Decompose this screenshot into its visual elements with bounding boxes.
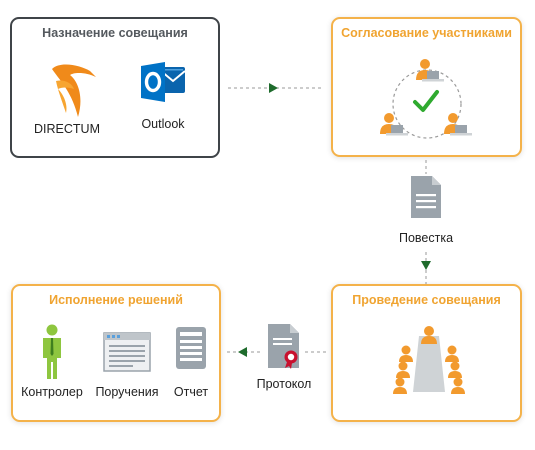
protocol-document-icon: [266, 322, 302, 370]
outlook-label: Outlook: [141, 117, 185, 131]
assignments-window-icon: [103, 332, 151, 372]
directum-logo-icon: [50, 63, 98, 125]
meeting-stage-box: Проведение совещания: [331, 284, 522, 422]
arrow-right-icon: [269, 83, 278, 93]
scheduling-stage-box: Назначение совещания DIRECTUM Outlook: [10, 17, 220, 158]
arrow-left-icon: [238, 347, 247, 357]
scheduling-stage-title: Назначение совещания: [42, 26, 188, 40]
meeting-table-icon: [387, 324, 471, 400]
checkmark-icon: [413, 90, 439, 112]
connector-scheduling-to-approval: [228, 82, 324, 94]
participant-right-icon: [444, 113, 472, 136]
report-label: Отчет: [173, 385, 209, 399]
participants-approval-icon: [379, 56, 479, 152]
connector-meeting-to-execution: [227, 346, 327, 358]
approval-stage-box: Согласование участниками: [331, 17, 522, 157]
outlook-logo-icon: [139, 60, 187, 104]
participant-left-icon: [380, 113, 408, 136]
assignments-label: Поручения: [95, 385, 159, 399]
agenda-document-icon: [409, 174, 443, 220]
arrow-down-icon: [421, 261, 431, 270]
execution-stage-box: Исполнение решений Контролер Поручения: [11, 284, 221, 422]
execution-stage-title: Исполнение решений: [49, 293, 183, 307]
directum-label: DIRECTUM: [34, 122, 100, 136]
approval-stage-title: Согласование участниками: [341, 26, 512, 40]
agenda-label: Повестка: [398, 231, 454, 245]
connector-approval-to-meeting: [420, 160, 432, 284]
controller-person-icon: [40, 324, 64, 380]
report-document-icon: [175, 326, 207, 370]
protocol-label: Протокол: [256, 377, 312, 391]
controller-label: Контролер: [21, 385, 83, 399]
meeting-stage-title: Проведение совещания: [352, 293, 501, 307]
participant-top-icon: [416, 59, 444, 82]
